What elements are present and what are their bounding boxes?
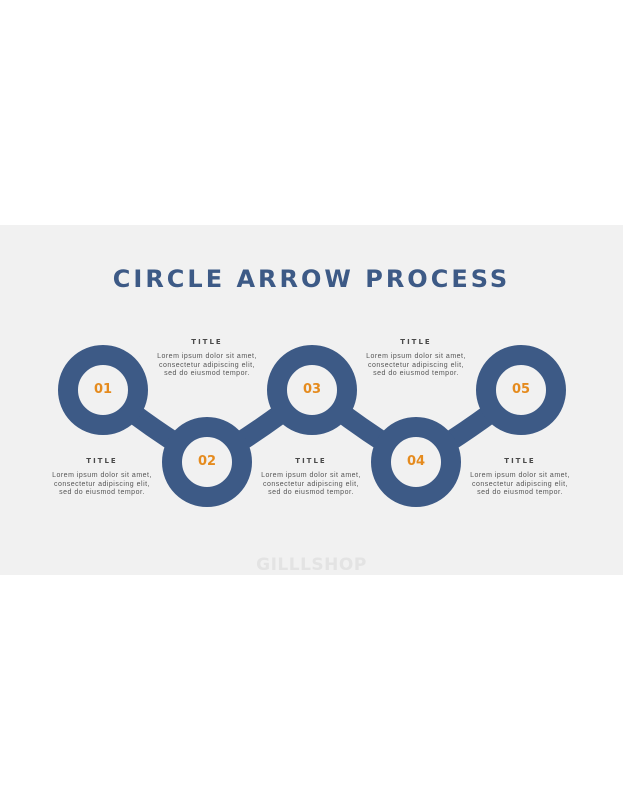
step-text-03: TITLE Lorem ipsum dolor sit amet, consec… [261, 457, 361, 498]
step-description: Lorem ipsum dolor sit amet, consectetur … [52, 472, 152, 497]
step-number-04: 04 [406, 454, 426, 469]
step-text-05: TITLE Lorem ipsum dolor sit amet, consec… [470, 457, 570, 498]
step-title: TITLE [400, 338, 432, 346]
step-number-02: 02 [197, 454, 217, 469]
step-title: TITLE [191, 338, 223, 346]
slide: CIRCLE ARROW PROCESS 01 02 03 04 05 TITL… [0, 225, 623, 575]
step-title: TITLE [295, 457, 327, 465]
step-description: Lorem ipsum dolor sit amet, consectetur … [470, 472, 570, 497]
step-text-02: TITLE Lorem ipsum dolor sit amet, consec… [157, 338, 257, 379]
step-number-01: 01 [93, 382, 113, 397]
step-description: Lorem ipsum dolor sit amet, consectetur … [366, 353, 466, 378]
step-description: Lorem ipsum dolor sit amet, consectetur … [157, 353, 257, 378]
step-text-04: TITLE Lorem ipsum dolor sit amet, consec… [366, 338, 466, 379]
slide-title: CIRCLE ARROW PROCESS [112, 265, 511, 293]
step-number-05: 05 [511, 382, 531, 397]
step-title: TITLE [86, 457, 118, 465]
watermark: GILLLSHOP [256, 555, 367, 575]
step-description: Lorem ipsum dolor sit amet, consectetur … [261, 472, 361, 497]
step-number-03: 03 [302, 382, 322, 397]
circle-chain-diagram [58, 345, 566, 507]
step-ring-03 [267, 345, 357, 435]
step-text-01: TITLE Lorem ipsum dolor sit amet, consec… [52, 457, 152, 498]
step-ring-01 [58, 345, 148, 435]
step-ring-05 [476, 345, 566, 435]
step-ring-02 [162, 417, 252, 507]
step-ring-04 [371, 417, 461, 507]
step-title: TITLE [504, 457, 536, 465]
